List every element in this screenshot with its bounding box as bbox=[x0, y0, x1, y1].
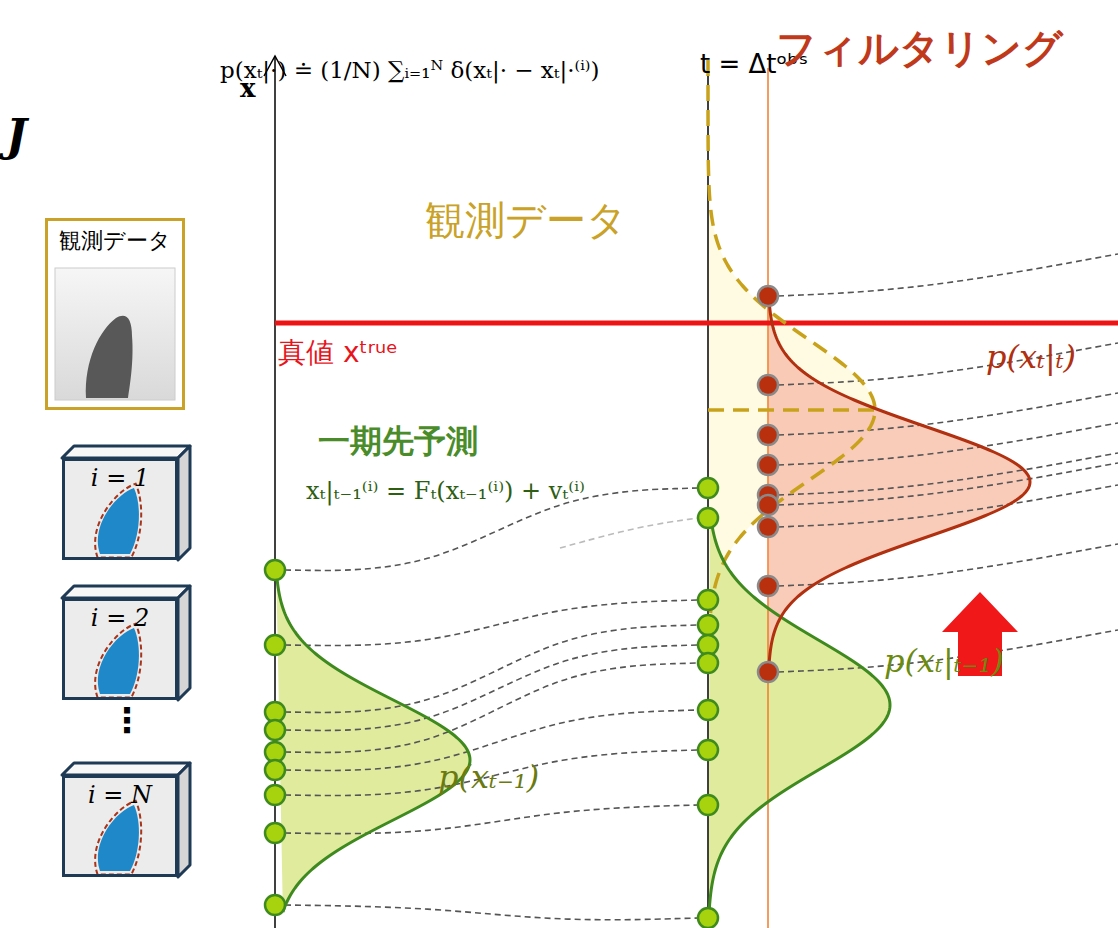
forecast-particle bbox=[698, 653, 718, 673]
member-index: i = 2 bbox=[65, 605, 175, 631]
filtered-particle bbox=[758, 425, 778, 445]
forecast-particle bbox=[698, 700, 718, 720]
forecast-particle bbox=[698, 908, 718, 928]
box-front-face bbox=[62, 598, 178, 700]
box-front-face bbox=[62, 775, 178, 877]
trajectory-dashed-line bbox=[778, 254, 1118, 296]
trajectory-dashed-line bbox=[778, 393, 1118, 435]
prior-particle bbox=[265, 560, 285, 580]
forecast-heading: 一期先予測 bbox=[318, 424, 478, 459]
trajectory-dashed-line bbox=[778, 453, 1118, 495]
observation-label: 観測データ bbox=[425, 198, 627, 242]
box-side-face bbox=[178, 446, 190, 560]
trajectory-dashed-line bbox=[285, 625, 698, 712]
box-front-face bbox=[62, 458, 178, 560]
member-index: i = 1 bbox=[65, 465, 175, 491]
prior-particle bbox=[265, 785, 285, 805]
box-top-face bbox=[62, 763, 190, 775]
prior-particle bbox=[265, 635, 285, 655]
forecast-equation: xₜ|ₜ₋₁⁽ⁱ⁾ = Fₜ(xₜ₋₁⁽ⁱ⁾) + vₜ⁽ⁱ⁾ bbox=[306, 478, 585, 504]
forecast-particle bbox=[698, 590, 718, 610]
forecast-density-label: p(xₜ|ₜ₋₁) bbox=[884, 644, 1004, 679]
prior-particle bbox=[265, 760, 285, 780]
true-value-line bbox=[275, 321, 1118, 326]
ensemble-shape bbox=[98, 628, 139, 694]
observation-peak-line bbox=[708, 408, 876, 412]
ensemble-shape-outline bbox=[95, 801, 141, 875]
box-side-face bbox=[178, 763, 190, 877]
forecast-density-curve bbox=[709, 508, 890, 926]
ensemble-member-box: i = 2 bbox=[62, 598, 178, 700]
ellipsis: ⋮ bbox=[110, 702, 144, 739]
trajectory-dashed-line bbox=[285, 805, 698, 834]
observation-shape bbox=[86, 316, 133, 398]
filtered-particle bbox=[758, 517, 778, 537]
observation-frame-fill bbox=[45, 218, 185, 410]
true-value-label: 真値 xᵗʳᵘᵉ bbox=[278, 338, 398, 369]
trajectory-dashed-line bbox=[285, 750, 698, 796]
trajectory-dashed-line bbox=[285, 600, 698, 646]
trajectory-dashed-line bbox=[560, 518, 698, 548]
prior-density-label: p(xₜ₋₁) bbox=[438, 760, 539, 795]
forecast-particle bbox=[698, 508, 718, 528]
prior-particle bbox=[265, 720, 285, 740]
forecast-particle bbox=[698, 795, 718, 815]
filtered-particle bbox=[758, 455, 778, 475]
box-top-face bbox=[62, 586, 190, 598]
ensemble-member-box: i = 1 bbox=[62, 458, 178, 560]
trajectory-dashed-line bbox=[778, 544, 1118, 586]
filtered-particle bbox=[758, 662, 778, 682]
trajectory-dashed-line bbox=[778, 485, 1118, 527]
prior-particle bbox=[265, 823, 285, 843]
forecast-particle bbox=[698, 478, 718, 498]
ensemble-shape-outline bbox=[95, 484, 141, 558]
ensemble-shape-outline bbox=[95, 624, 141, 698]
filtered-particle bbox=[758, 375, 778, 395]
prior-particle bbox=[265, 895, 285, 915]
axis-label: x bbox=[240, 74, 256, 103]
box-heading: 観測データ bbox=[48, 229, 182, 253]
ensemble-member-box: i = N bbox=[62, 775, 178, 877]
forecast-particle bbox=[698, 740, 718, 760]
trajectory-dashed-line bbox=[778, 463, 1118, 505]
observation-data-box: 観測データ bbox=[45, 218, 185, 410]
prior-density-curve bbox=[276, 568, 470, 912]
filtered-particle bbox=[758, 495, 778, 515]
filtered-particle bbox=[758, 286, 778, 306]
observation-density-curve bbox=[708, 60, 875, 624]
cropped-letter: J bbox=[6, 112, 27, 160]
trajectory-dashed-line bbox=[285, 645, 698, 730]
trajectory-dashed-line bbox=[285, 905, 698, 920]
ensemble-approximation-formula: p(xₜ|·) ≐ (1/N) ∑ᵢ₌₁ᴺ δ(xₜ|· − xₜ|·⁽ⁱ⁾) bbox=[220, 58, 599, 83]
filtering-heading: フィルタリング bbox=[776, 26, 1063, 70]
observation-image-panel bbox=[55, 268, 175, 400]
forecast-particle bbox=[698, 615, 718, 635]
box-side-face bbox=[178, 586, 190, 700]
filtered-density-label: p(xₜ|ₜ) bbox=[986, 340, 1076, 375]
prior-density-fill bbox=[276, 568, 470, 912]
filtered-particle bbox=[758, 576, 778, 596]
box-top-face bbox=[62, 446, 190, 458]
ensemble-shape bbox=[98, 805, 139, 871]
trajectory-dashed-line bbox=[778, 423, 1118, 465]
ensemble-shape bbox=[98, 488, 139, 554]
member-index: i = N bbox=[65, 782, 175, 808]
